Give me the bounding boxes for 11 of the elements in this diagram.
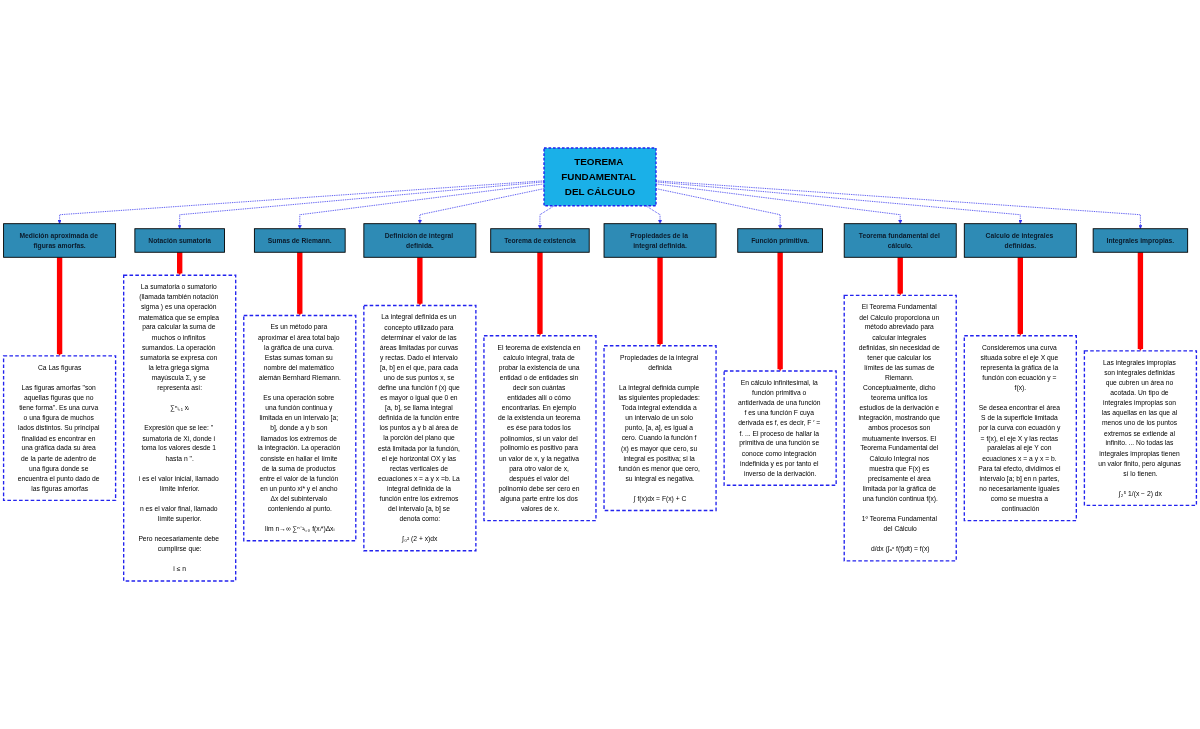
arrow [297,252,303,316]
arrow [1017,257,1023,336]
arrow [56,257,63,357]
arrow [1137,252,1144,351]
arrow [537,252,543,336]
arrow [657,257,663,346]
node-box: TEOREMA FUNDAMENTAL DEL CÁLCULO [543,147,657,207]
arrow [417,257,423,306]
arrow [177,252,183,276]
arrow [777,252,783,372]
arrow [897,257,903,296]
